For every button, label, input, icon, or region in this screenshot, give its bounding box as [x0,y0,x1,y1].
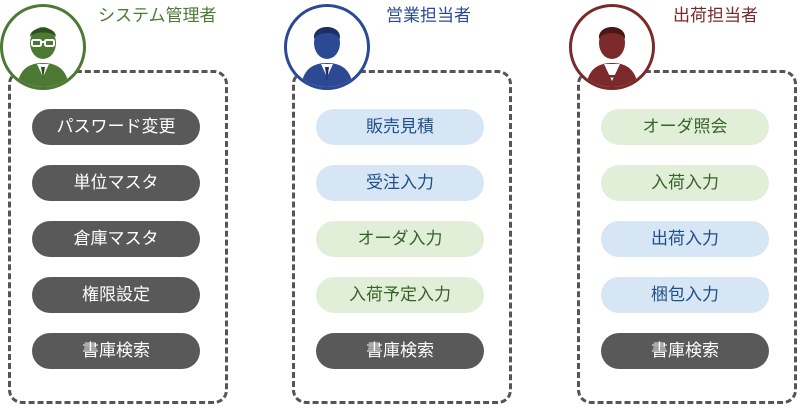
role-box [292,70,512,404]
shipping-user-icon [586,27,638,87]
role-box [8,70,228,404]
role-system-admin: システム管理者 パスワード変更 単位マスタ 倉庫マスタ 権限設定 書庫検索 [0,0,250,408]
purchase-order-entry-button[interactable]: オーダ入力 [316,221,484,257]
unit-master-button[interactable]: 単位マスタ [32,165,200,201]
shipping-avatar [569,4,655,90]
role-title: システム管理者 [98,6,217,26]
warehouse-master-button[interactable]: 倉庫マスタ [32,221,200,257]
sales-avatar [284,4,370,90]
password-change-button[interactable]: パスワード変更 [32,109,200,145]
sales-user-icon [301,27,353,87]
permission-settings-button[interactable]: 権限設定 [32,277,200,313]
archive-search-button[interactable]: 書庫検索 [316,333,484,369]
arrival-plan-entry-button[interactable]: 入荷予定入力 [316,277,484,313]
role-box [577,70,797,404]
shipment-entry-button[interactable]: 出荷入力 [601,221,769,257]
archive-search-button[interactable]: 書庫検索 [32,333,200,369]
sales-quote-button[interactable]: 販売見積 [316,109,484,145]
order-inquiry-button[interactable]: オーダ照会 [601,109,769,145]
role-title: 営業担当者 [386,6,471,26]
role-title: 出荷担当者 [673,6,758,26]
role-shipping: 出荷担当者 オーダ照会 入荷入力 出荷入力 梱包入力 書庫検索 [569,0,800,408]
packing-entry-button[interactable]: 梱包入力 [601,277,769,313]
archive-search-button[interactable]: 書庫検索 [601,333,769,369]
role-sales: 営業担当者 販売見積 受注入力 オーダ入力 入荷予定入力 書庫検索 [284,0,534,408]
order-entry-button[interactable]: 受注入力 [316,165,484,201]
arrival-entry-button[interactable]: 入荷入力 [601,165,769,201]
admin-user-with-glasses-icon [17,27,69,87]
admin-avatar [0,4,86,90]
